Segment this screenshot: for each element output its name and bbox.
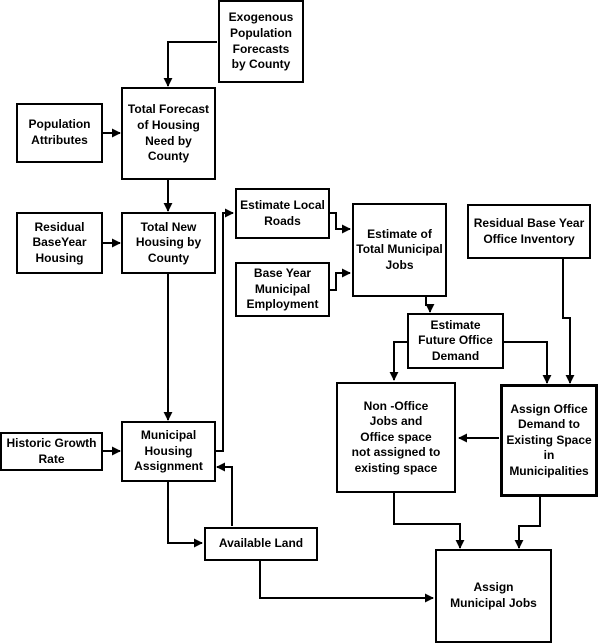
arrow-non-office-to-assign-jobs [393, 493, 465, 549]
arrow-exogenous-to-total-forecast [163, 41, 217, 87]
arrow-base-year-employment-to-total-jobs [330, 268, 351, 291]
node-total-forecast-of-housing-need: Total Forecast of Housing Need by County [121, 87, 216, 180]
arrow-local-roads-to-total-jobs [330, 212, 351, 234]
node-assign-office-demand: Assign Office Demand to Existing Space i… [500, 384, 598, 497]
node-residual-baseyear-housing: Residual BaseYear Housing [16, 212, 103, 274]
arrow-available-land-to-assign-jobs [259, 561, 434, 603]
arrow-municipal-assignment-to-available-land [167, 482, 203, 548]
arrow-municipal-assignment-to-local-roads [215, 208, 234, 452]
node-estimate-future-office-demand: Estimate Future Office Demand [407, 313, 504, 369]
node-assign-municipal-jobs: Assign Municipal Jobs [435, 549, 552, 643]
node-estimate-total-municipal-jobs: Estimate of Total Municipal Jobs [352, 203, 447, 297]
node-estimate-local-roads: Estimate Local Roads [235, 188, 330, 239]
node-non-office-jobs: Non -Office Jobs and Office space not as… [336, 382, 456, 493]
node-residual-office-inventory: Residual Base Year Office Inventory [467, 204, 591, 259]
node-available-land: Available Land [204, 527, 318, 561]
arrow-available-land-to-municipal-assignment [216, 462, 233, 526]
arrow-residual-office-to-assign-office [562, 258, 575, 384]
node-historic-growth-rate: Historic Growth Rate [0, 432, 103, 471]
arrow-future-office-to-non-office [389, 341, 407, 381]
node-municipal-housing-assignment: Municipal Housing Assignment [121, 421, 216, 482]
node-base-year-municipal-employment: Base Year Municipal Employment [235, 262, 330, 317]
node-exogenous-population-forecasts: Exogenous Population Forecasts by County [218, 0, 304, 83]
arrow-total-jobs-to-future-office [425, 297, 435, 313]
node-total-new-housing-by-county: Total New Housing by County [121, 212, 216, 274]
arrow-future-office-to-assign-office [504, 341, 552, 384]
node-population-attributes: Population Attributes [16, 103, 103, 163]
arrow-assign-office-to-assign-jobs [514, 497, 541, 549]
